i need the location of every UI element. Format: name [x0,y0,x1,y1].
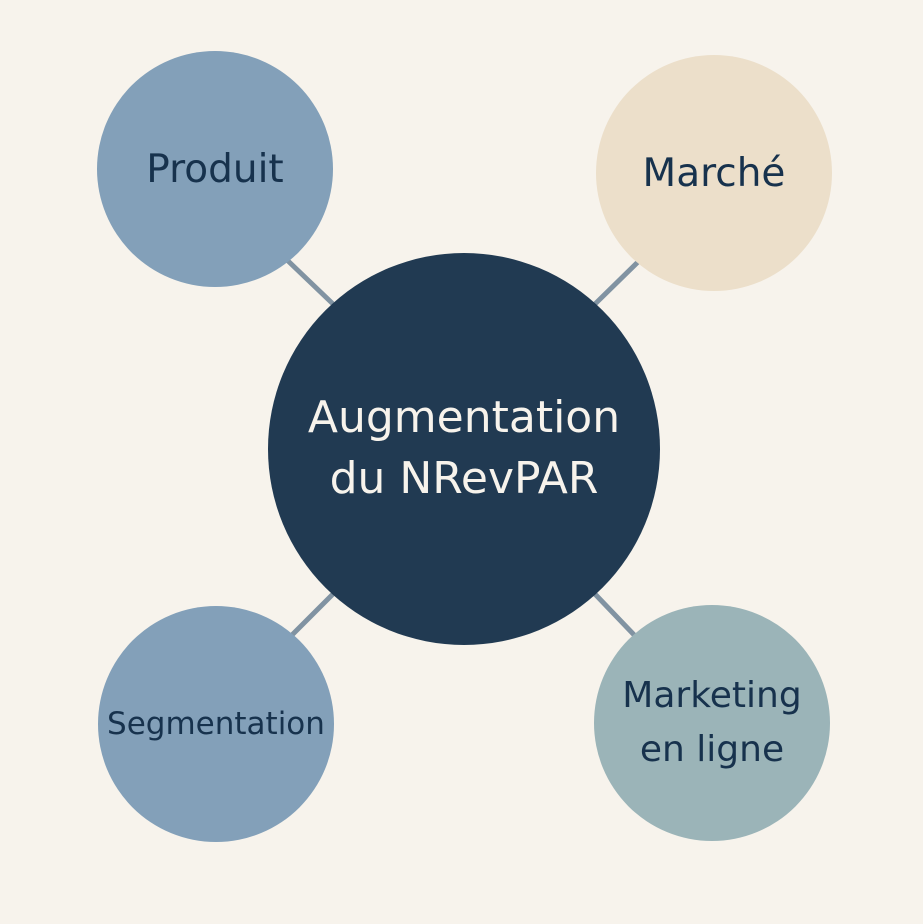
central-node-text: Augmentation du NRevPAR [299,388,629,509]
node-marche: Marché [596,55,832,291]
node-segmentation-label: Segmentation [107,706,325,742]
node-segmentation: Segmentation [98,606,334,842]
node-marketing-en-ligne: Marketing en ligne [594,605,830,841]
central-node-line-2: du NRevPAR [329,453,599,504]
node-marketing-line-2: en ligne [639,729,785,770]
node-produit: Produit [97,51,333,287]
connector-marche [592,256,644,307]
connector-produit [283,256,335,306]
central-node-line-1: Augmentation [307,392,621,444]
node-marketing-line-1: Marketing [622,675,802,716]
node-produit-label: Produit [146,146,284,192]
connector-segmentation [284,592,335,643]
connector-marketing [591,590,641,642]
node-marche-label: Marché [642,150,786,196]
node-marketing-en-ligne-text: Marketing en ligne [622,669,801,777]
central-node: Augmentation du NRevPAR [268,253,660,645]
